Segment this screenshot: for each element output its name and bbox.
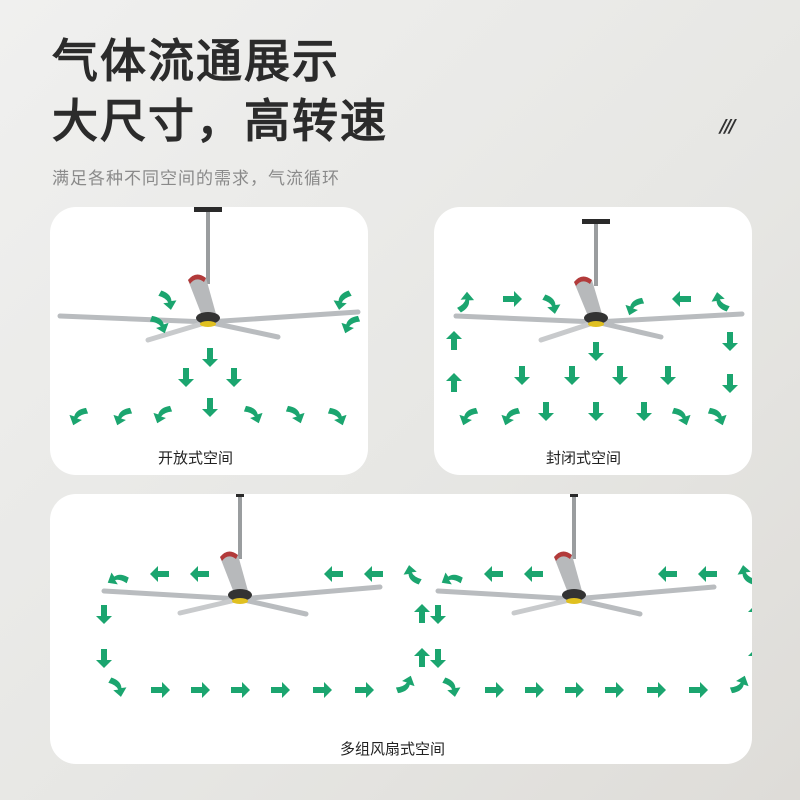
airflow-arrow-icon: [108, 677, 127, 697]
closed-space-diagram: [446, 219, 745, 426]
airflow-arrow-icon: [525, 682, 544, 698]
airflow-arrow-icon: [107, 572, 129, 585]
airflow-arrow-icon: [748, 648, 752, 667]
ceiling-fan-icon: [101, 494, 383, 617]
airflow-arrow-icon: [285, 405, 305, 424]
airflow-arrow-icon: [113, 407, 133, 426]
airflow-arrow-icon: [414, 604, 430, 623]
airflow-arrow-icon: [446, 331, 462, 350]
airflow-arrow-icon: [588, 402, 604, 421]
airflow-arrow-icon: [672, 291, 691, 307]
multi-fan-space-panel: 多组风扇式空间: [50, 494, 752, 764]
airflow-arrow-icon: [202, 348, 218, 367]
airflow-arrow-icon: [441, 572, 463, 585]
airflow-arrow-icon: [178, 368, 194, 387]
ceiling-fan-icon: [453, 219, 745, 343]
airflow-arrow-icon: [430, 649, 446, 668]
airflow-arrow-icon: [671, 407, 691, 426]
airflow-arrow-icon: [542, 294, 561, 314]
airflow-arrow-icon: [698, 566, 717, 582]
airflow-arrow-icon: [231, 682, 250, 698]
airflow-arrow-icon: [503, 291, 522, 307]
airflow-arrow-icon: [484, 566, 503, 582]
airflow-arrow-icon: [538, 402, 554, 421]
airflow-arrow-icon: [588, 342, 604, 361]
airflow-arrow-icon: [395, 675, 415, 694]
airflow-arrow-icon: [565, 682, 584, 698]
airflow-arrow-icon: [226, 368, 242, 387]
airflow-arrow-icon: [151, 682, 170, 698]
airflow-arrow-icon: [564, 366, 580, 385]
airflow-arrow-icon: [96, 649, 112, 668]
airflow-arrow-icon: [729, 675, 749, 694]
airflow-arrow-icon: [327, 407, 347, 426]
closed-space-caption: 封闭式空间: [546, 449, 622, 467]
airflow-arrow-icon: [636, 402, 652, 421]
airflow-arrow-icon: [190, 566, 209, 582]
airflow-arrow-icon: [313, 682, 332, 698]
airflow-arrow-icon: [355, 682, 374, 698]
airflow-arrow-icon: [430, 605, 446, 624]
airflow-arrow-icon: [737, 565, 752, 585]
ceiling-fan-icon: [435, 494, 717, 617]
open-space-panel: 开放式空间: [50, 207, 368, 475]
multi-fan-space-caption: 多组风扇式空间: [340, 740, 446, 758]
airflow-arrow-icon: [324, 566, 343, 582]
airflow-arrow-icon: [485, 682, 504, 698]
multi-fan-space-diagram: [96, 494, 752, 698]
closed-space-panel: 封闭式空间: [434, 207, 752, 475]
open-space-diagram: [57, 207, 361, 426]
airflow-arrow-icon: [658, 566, 677, 582]
airflow-arrow-icon: [722, 374, 738, 393]
airflow-arrow-icon: [158, 290, 177, 310]
airflow-arrow-icon: [748, 604, 752, 623]
airflow-arrow-icon: [722, 332, 738, 351]
open-space-caption: 开放式空间: [158, 449, 234, 467]
page-title-line2: 大尺寸，高转速: [52, 94, 388, 148]
airflow-arrow-icon: [625, 297, 645, 316]
airflow-arrow-icon: [149, 315, 169, 334]
airflow-arrow-icon: [403, 565, 422, 585]
airflow-arrow-icon: [689, 682, 708, 698]
airflow-arrow-icon: [202, 398, 218, 417]
airflow-arrow-icon: [524, 566, 543, 582]
airflow-arrow-icon: [271, 682, 290, 698]
airflow-arrow-icon: [612, 366, 628, 385]
airflow-arrow-icon: [446, 373, 462, 392]
airflow-arrow-icon: [459, 407, 479, 426]
airflow-arrow-icon: [660, 366, 676, 385]
airflow-arrow-icon: [364, 566, 383, 582]
page-subtitle: 满足各种不同空间的需求，气流循环: [52, 169, 340, 189]
airflow-arrow-icon: [457, 291, 475, 313]
airflow-arrow-icon: [514, 366, 530, 385]
airflow-arrow-icon: [711, 292, 730, 312]
airflow-arrow-icon: [442, 677, 461, 697]
airflow-arrow-icon: [153, 405, 173, 424]
airflow-arrow-icon: [647, 682, 666, 698]
page-title-line1: 气体流通展示: [52, 34, 340, 88]
airflow-arrow-icon: [69, 407, 89, 426]
airflow-arrow-icon: [501, 407, 521, 426]
decorative-slashes: ///: [720, 116, 736, 137]
airflow-arrow-icon: [243, 405, 263, 424]
airflow-arrow-icon: [150, 566, 169, 582]
airflow-arrow-icon: [341, 315, 361, 334]
airflow-arrow-icon: [191, 682, 210, 698]
airflow-arrow-icon: [96, 605, 112, 624]
airflow-arrow-icon: [414, 648, 430, 667]
airflow-arrow-icon: [707, 407, 727, 426]
airflow-arrow-icon: [333, 290, 352, 310]
ceiling-fan-icon: [57, 207, 361, 343]
airflow-arrow-icon: [605, 682, 624, 698]
